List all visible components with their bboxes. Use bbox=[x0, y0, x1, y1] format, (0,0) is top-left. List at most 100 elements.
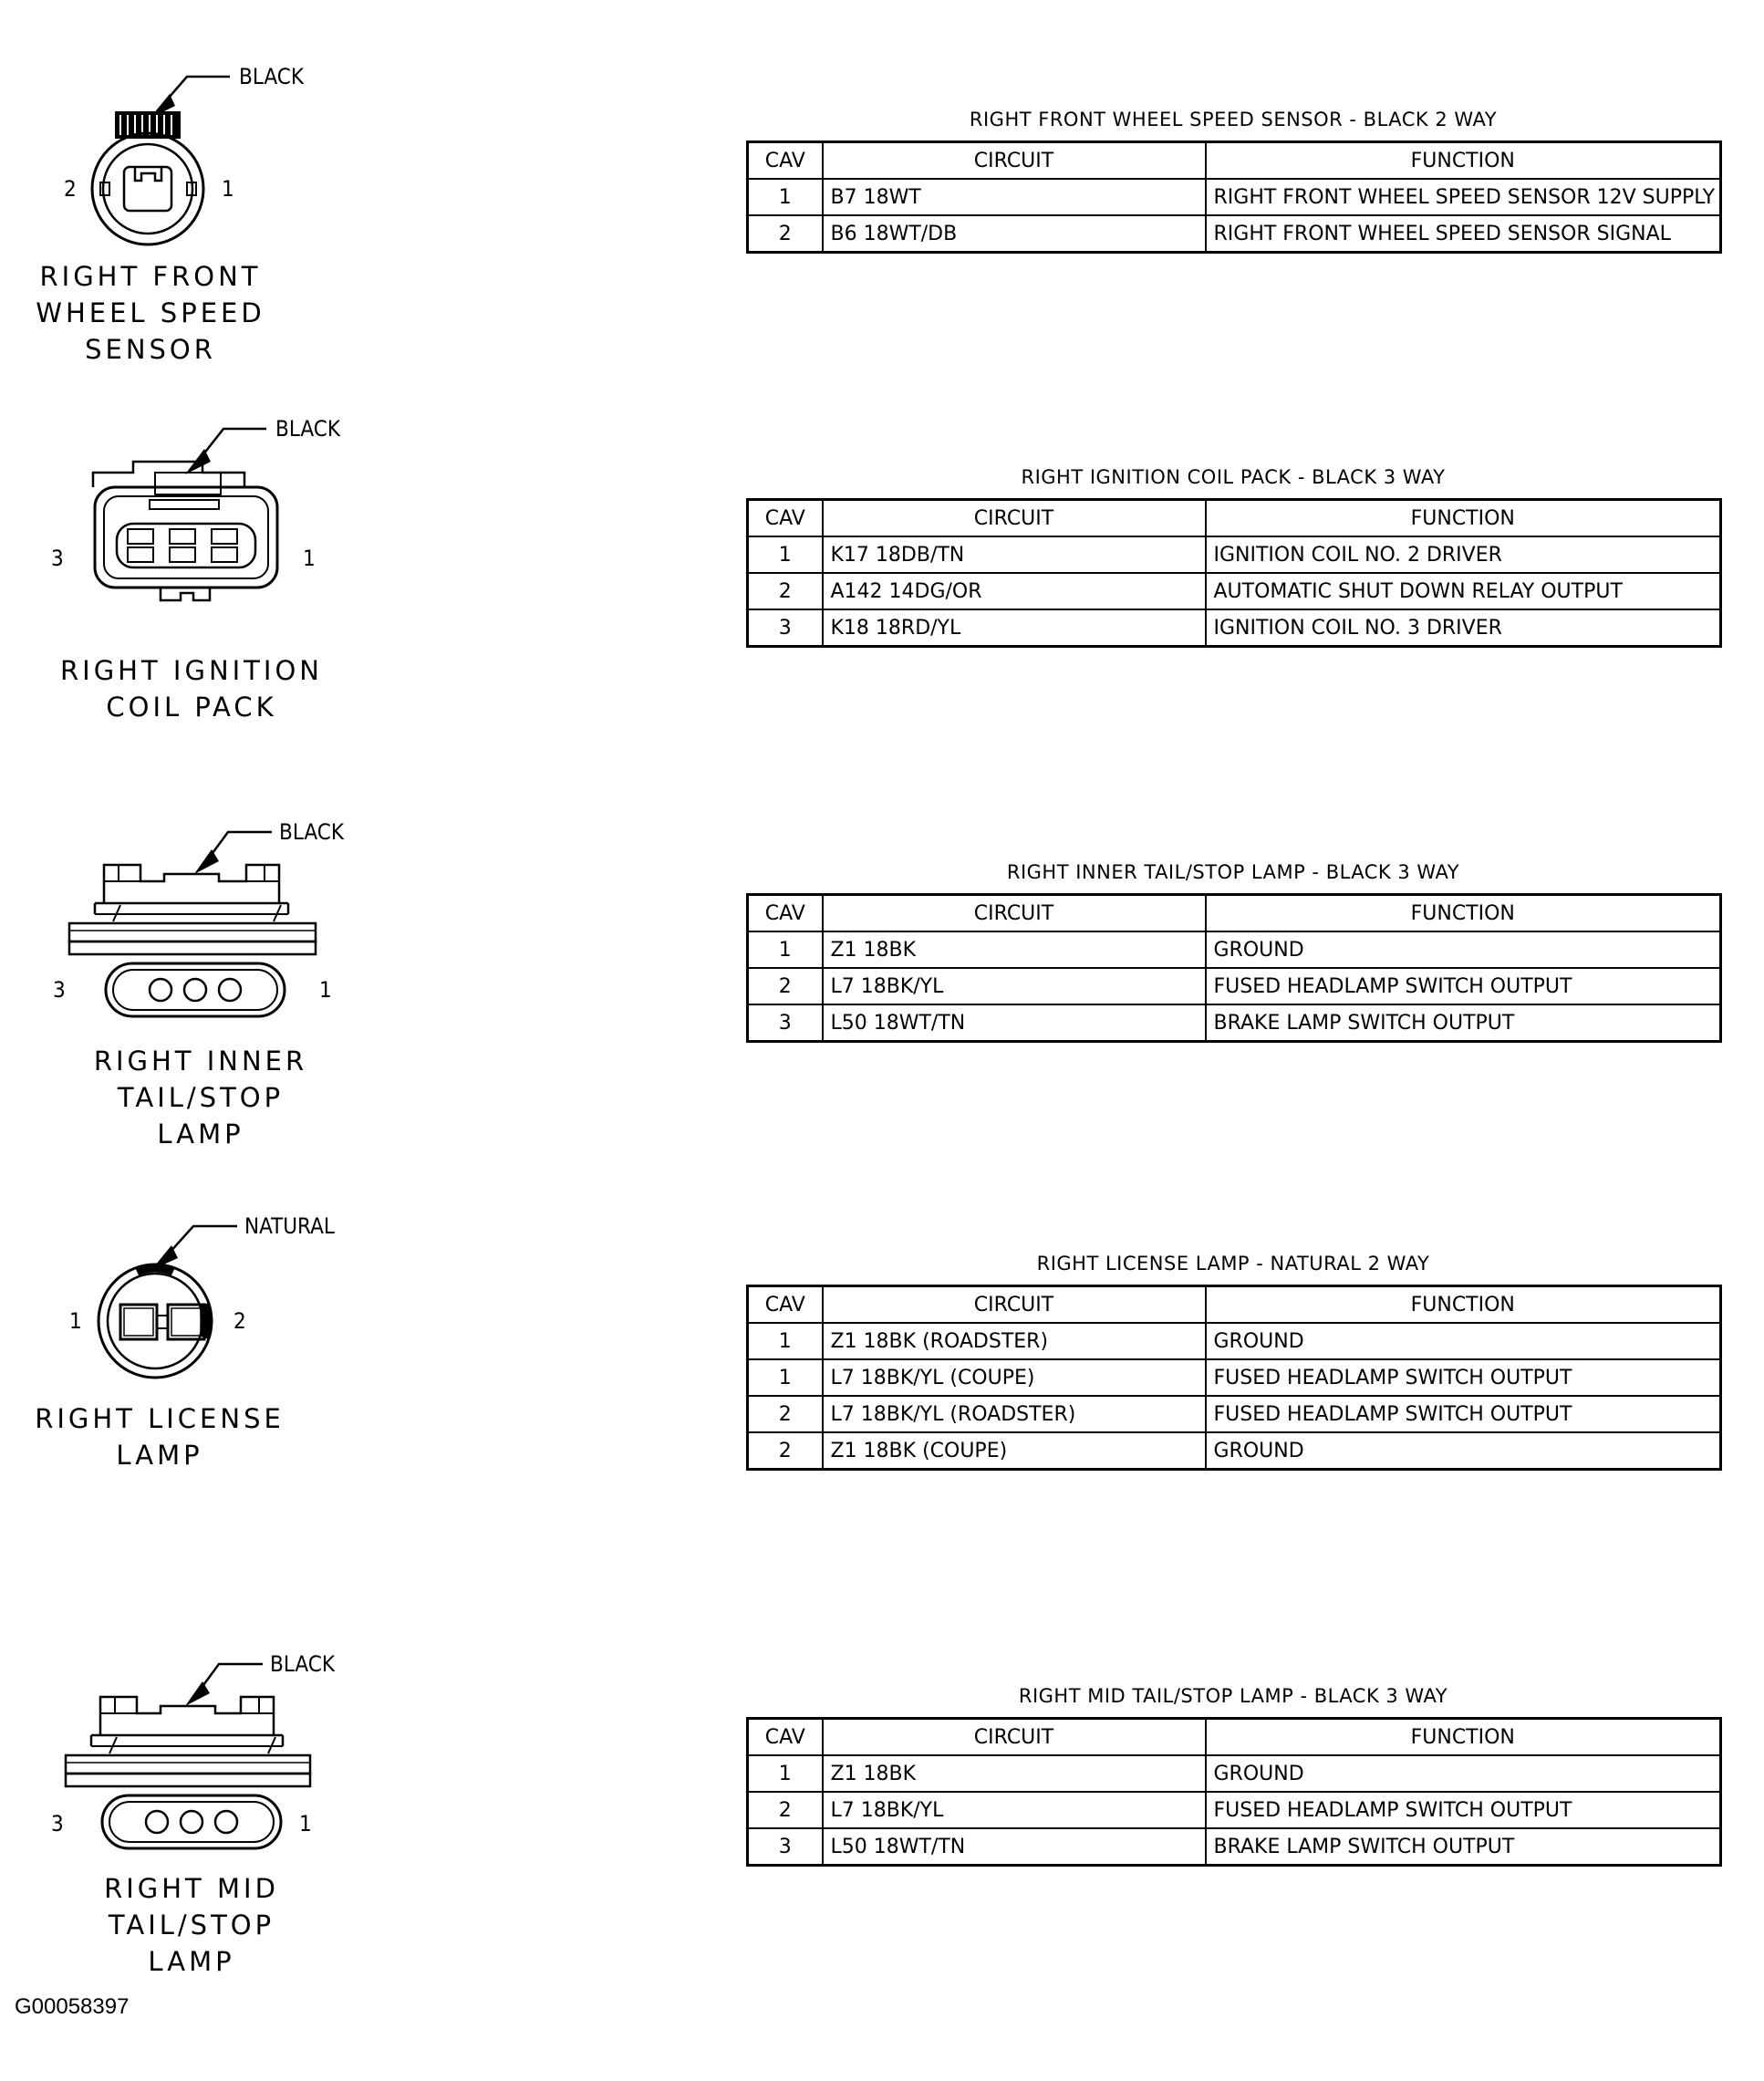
cell-function: IGNITION COIL NO. 3 DRIVER bbox=[1204, 609, 1722, 648]
cell-function: GROUND bbox=[1204, 1754, 1722, 1793]
connector-color-label: NATURAL bbox=[244, 1213, 335, 1239]
pin-number-right: 1 bbox=[222, 176, 234, 202]
table-title: RIGHT INNER TAIL/STOP LAMP - BLACK 3 WAY bbox=[1006, 861, 1460, 883]
connector-name: RIGHT INNER TAIL/STOP LAMP bbox=[93, 1046, 308, 1150]
connector-color-label: BLACK bbox=[239, 64, 305, 89]
pin-number-right: 1 bbox=[303, 546, 316, 571]
figure-id: G00058397 bbox=[15, 1994, 130, 2019]
ignition-coil-pack-connector-drawing: BLACK 3 1 bbox=[51, 416, 341, 602]
table-header-row: CAV CIRCUIT FUNCTION bbox=[746, 1717, 1722, 1756]
table-row: 2 Z1 18BK (COUPE) GROUND bbox=[746, 1431, 1722, 1471]
cell-function: RIGHT FRONT WHEEL SPEED SENSOR 12V SUPPL… bbox=[1204, 178, 1722, 216]
table-row: 3 K18 18RD/YL IGNITION COIL NO. 3 DRIVER bbox=[746, 609, 1722, 648]
pin-number-right: 2 bbox=[233, 1308, 246, 1334]
cell-circuit: K18 18RD/YL bbox=[821, 609, 1207, 648]
connector-name: RIGHT FRONT WHEEL SPEED SENSOR bbox=[36, 261, 265, 365]
cell-circuit: B7 18WT bbox=[821, 178, 1207, 216]
pin-number-left: 3 bbox=[51, 1811, 64, 1836]
connector-name: RIGHT MID TAIL/STOP LAMP bbox=[104, 1873, 279, 1977]
pinout-table: CAV CIRCUIT FUNCTION 1 Z1 18BK GROUND 2 … bbox=[746, 893, 1722, 1043]
table-row: 1 Z1 18BK (ROADSTER) GROUND bbox=[746, 1322, 1722, 1360]
table-row: 2 L7 18BK/YL FUSED HEADLAMP SWITCH OUTPU… bbox=[746, 1791, 1722, 1829]
connector-color-label: BLACK bbox=[279, 819, 345, 845]
column-header-circuit: CIRCUIT bbox=[821, 140, 1207, 180]
license-lamp-connector-drawing: NATURAL 1 2 bbox=[69, 1213, 335, 1379]
column-header-cav: CAV bbox=[746, 140, 824, 180]
cell-cav: 2 bbox=[746, 1395, 824, 1433]
mid-tail-stop-lamp-connector-drawing: BLACK 3 1 bbox=[51, 1651, 336, 1850]
cell-circuit: Z1 18BK (ROADSTER) bbox=[821, 1322, 1207, 1360]
cell-circuit: L7 18BK/YL (ROADSTER) bbox=[821, 1395, 1207, 1433]
cell-circuit: Z1 18BK bbox=[821, 931, 1207, 969]
cell-circuit: L7 18BK/YL (COUPE) bbox=[821, 1358, 1207, 1397]
cell-cav: 1 bbox=[746, 1358, 824, 1397]
cell-cav: 2 bbox=[746, 967, 824, 1005]
connector-color-label: BLACK bbox=[275, 416, 341, 442]
table-header-row: CAV CIRCUIT FUNCTION bbox=[746, 140, 1722, 180]
table-title: RIGHT LICENSE LAMP - NATURAL 2 WAY bbox=[1036, 1253, 1430, 1275]
cell-circuit: L7 18BK/YL bbox=[821, 1791, 1207, 1829]
table-title: RIGHT IGNITION COIL PACK - BLACK 3 WAY bbox=[1021, 466, 1446, 488]
connector-name: RIGHT LICENSE LAMP bbox=[35, 1403, 285, 1471]
column-header-circuit: CIRCUIT bbox=[821, 893, 1207, 932]
cell-cav: 1 bbox=[746, 931, 824, 969]
cell-circuit: L7 18BK/YL bbox=[821, 967, 1207, 1005]
table-header-row: CAV CIRCUIT FUNCTION bbox=[746, 893, 1722, 932]
cell-cav: 3 bbox=[746, 1827, 824, 1867]
column-header-cav: CAV bbox=[746, 1285, 824, 1324]
pin-number-left: 1 bbox=[69, 1308, 82, 1334]
table-row: 1 B7 18WT RIGHT FRONT WHEEL SPEED SENSOR… bbox=[746, 178, 1722, 216]
pin-number-left: 2 bbox=[64, 176, 77, 202]
cell-cav: 2 bbox=[746, 214, 824, 254]
pin-number-left: 3 bbox=[53, 977, 66, 1003]
cell-function: GROUND bbox=[1204, 1431, 1722, 1471]
cell-cav: 2 bbox=[746, 1791, 824, 1829]
cell-function: RIGHT FRONT WHEEL SPEED SENSOR SIGNAL bbox=[1204, 214, 1722, 254]
table-row: 2 B6 18WT/DB RIGHT FRONT WHEEL SPEED SEN… bbox=[746, 214, 1722, 254]
column-header-function: FUNCTION bbox=[1204, 140, 1722, 180]
cell-function: AUTOMATIC SHUT DOWN RELAY OUTPUT bbox=[1204, 572, 1722, 610]
table-header-row: CAV CIRCUIT FUNCTION bbox=[746, 1285, 1722, 1324]
column-header-function: FUNCTION bbox=[1204, 893, 1722, 932]
cell-function: FUSED HEADLAMP SWITCH OUTPUT bbox=[1204, 1395, 1722, 1433]
cell-circuit: K17 18DB/TN bbox=[821, 536, 1207, 574]
table-row: 1 K17 18DB/TN IGNITION COIL NO. 2 DRIVER bbox=[746, 536, 1722, 574]
pin-number-left: 3 bbox=[51, 546, 64, 571]
pinout-table: CAV CIRCUIT FUNCTION 1 Z1 18BK GROUND 2 … bbox=[746, 1717, 1722, 1867]
cell-circuit: Z1 18BK bbox=[821, 1754, 1207, 1793]
column-header-function: FUNCTION bbox=[1204, 1717, 1722, 1756]
cell-cav: 2 bbox=[746, 1431, 824, 1471]
table-row: 3 L50 18WT/TN BRAKE LAMP SWITCH OUTPUT bbox=[746, 1004, 1722, 1043]
table-row: 3 L50 18WT/TN BRAKE LAMP SWITCH OUTPUT bbox=[746, 1827, 1722, 1867]
wheel-speed-sensor-connector-drawing: BLACK 2 1 bbox=[64, 64, 305, 246]
column-header-cav: CAV bbox=[746, 498, 824, 537]
column-header-function: FUNCTION bbox=[1204, 1285, 1722, 1324]
column-header-circuit: CIRCUIT bbox=[821, 1285, 1207, 1324]
cell-function: IGNITION COIL NO. 2 DRIVER bbox=[1204, 536, 1722, 574]
connector-name: RIGHT IGNITION COIL PACK bbox=[60, 655, 323, 723]
cell-circuit: L50 18WT/TN bbox=[821, 1004, 1207, 1043]
cell-cav: 1 bbox=[746, 178, 824, 216]
column-header-circuit: CIRCUIT bbox=[821, 498, 1207, 537]
cell-function: FUSED HEADLAMP SWITCH OUTPUT bbox=[1204, 1358, 1722, 1397]
cell-cav: 1 bbox=[746, 1754, 824, 1793]
table-row: 2 L7 18BK/YL FUSED HEADLAMP SWITCH OUTPU… bbox=[746, 967, 1722, 1005]
cell-function: BRAKE LAMP SWITCH OUTPUT bbox=[1204, 1827, 1722, 1867]
cell-circuit: Z1 18BK (COUPE) bbox=[821, 1431, 1207, 1471]
pinout-table: CAV CIRCUIT FUNCTION 1 B7 18WT RIGHT FRO… bbox=[746, 140, 1722, 254]
pin-number-right: 1 bbox=[299, 1811, 312, 1836]
cell-cav: 2 bbox=[746, 572, 824, 610]
cell-function: GROUND bbox=[1204, 931, 1722, 969]
cell-function: FUSED HEADLAMP SWITCH OUTPUT bbox=[1204, 1791, 1722, 1829]
cell-cav: 3 bbox=[746, 1004, 824, 1043]
pin-number-right: 1 bbox=[319, 977, 332, 1003]
table-row: 2 L7 18BK/YL (ROADSTER) FUSED HEADLAMP S… bbox=[746, 1395, 1722, 1433]
pinout-table: CAV CIRCUIT FUNCTION 1 K17 18DB/TN IGNIT… bbox=[746, 498, 1722, 648]
table-row: 1 L7 18BK/YL (COUPE) FUSED HEADLAMP SWIT… bbox=[746, 1358, 1722, 1397]
table-header-row: CAV CIRCUIT FUNCTION bbox=[746, 498, 1722, 537]
cell-function: BRAKE LAMP SWITCH OUTPUT bbox=[1204, 1004, 1722, 1043]
column-header-circuit: CIRCUIT bbox=[821, 1717, 1207, 1756]
table-title: RIGHT FRONT WHEEL SPEED SENSOR - BLACK 2… bbox=[969, 109, 1498, 130]
table-row: 2 A142 14DG/OR AUTOMATIC SHUT DOWN RELAY… bbox=[746, 572, 1722, 610]
cell-circuit: L50 18WT/TN bbox=[821, 1827, 1207, 1867]
